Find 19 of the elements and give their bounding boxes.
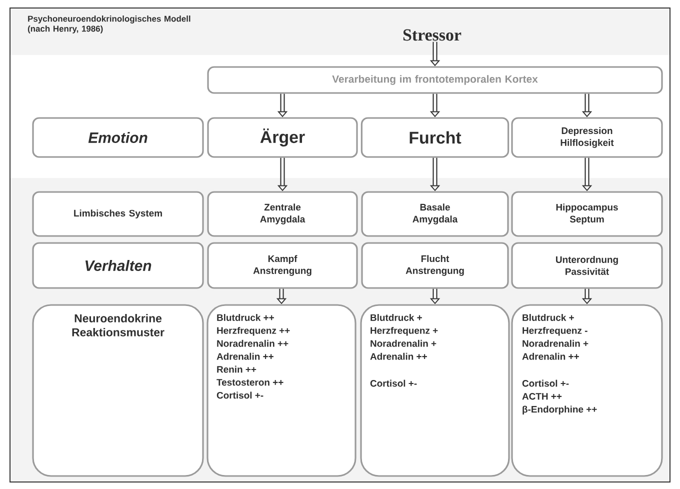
category-box: Emotion xyxy=(32,117,204,158)
text-box: Kampf Anstrengung xyxy=(207,242,358,289)
list-box: Blutdruck + Herzfrequenz - Noradrenalin + Adrenalin ++ Cortisol +- ACTH ++ β-Endorphine ++ xyxy=(511,304,663,477)
stressor-label: Stressor xyxy=(403,29,462,41)
category-box: Verhalten xyxy=(32,242,204,289)
text-box: Flucht Anstrengung xyxy=(361,242,509,289)
category-box: Limbisches System xyxy=(32,191,204,237)
text-box: Unterordnung Passivität xyxy=(511,242,663,289)
text-box: Zentrale Amygdala xyxy=(207,191,358,237)
title: Psychoneuroendokrinologisches Modell (nach Henry, 1986) xyxy=(28,16,190,34)
text-box: Hippocampus Septum xyxy=(511,191,663,237)
text-box: Furcht xyxy=(360,117,510,158)
list-box: Blutdruck + Herzfrequenz + Noradrenalin + Adrenalin ++ Cortisol +- xyxy=(360,304,510,477)
category-box: Neuroendokrine Reaktionsmuster xyxy=(32,304,204,477)
text-box: Basale Amygdala xyxy=(361,191,509,237)
text-box: Depression Hilflosigkeit xyxy=(511,117,663,158)
process-box: Verarbeitung im frontotemporalen Kortex xyxy=(207,66,663,94)
list-box: Blutdruck ++ Herzfrequenz ++ Noradrenalin ++ Adrenalin ++ Renin ++ Testosteron ++ Cortisol +- xyxy=(206,304,356,477)
text-box: Ärger xyxy=(207,117,358,158)
